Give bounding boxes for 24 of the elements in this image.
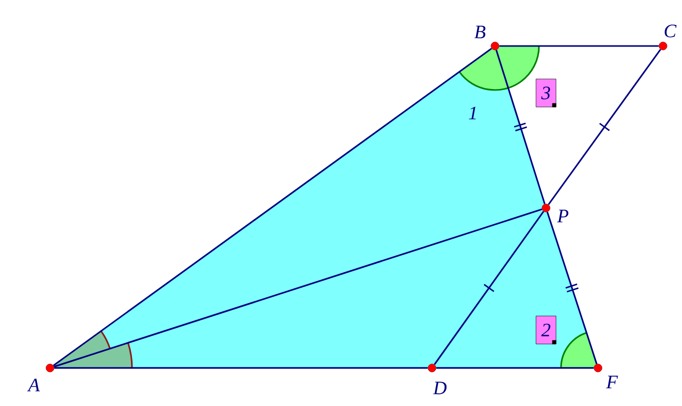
- point: [490, 42, 500, 50]
- point: [46, 364, 54, 372]
- line-segment: [548, 48, 662, 206]
- point: [542, 204, 550, 212]
- line-segment: [54, 367, 428, 369]
- point-label: B: [474, 26, 486, 38]
- line-segment: [52, 48, 492, 366]
- angle-label-box: 3: [536, 78, 556, 108]
- point: [658, 42, 668, 50]
- line-segment: [496, 50, 546, 204]
- point-label: F: [606, 376, 618, 388]
- point-label: C: [664, 24, 676, 38]
- line-segment: [546, 212, 598, 364]
- line-segment: [436, 367, 594, 369]
- line-segment: [499, 45, 659, 47]
- angle-label-box: 2: [536, 316, 556, 344]
- angle-label: 1: [468, 106, 476, 120]
- point-label: P: [557, 210, 568, 222]
- line-segment: [54, 208, 542, 368]
- point-label: A: [27, 378, 40, 392]
- point: [594, 364, 602, 372]
- line-segment: [434, 210, 544, 365]
- point: [428, 364, 436, 372]
- point-label: D: [432, 382, 447, 394]
